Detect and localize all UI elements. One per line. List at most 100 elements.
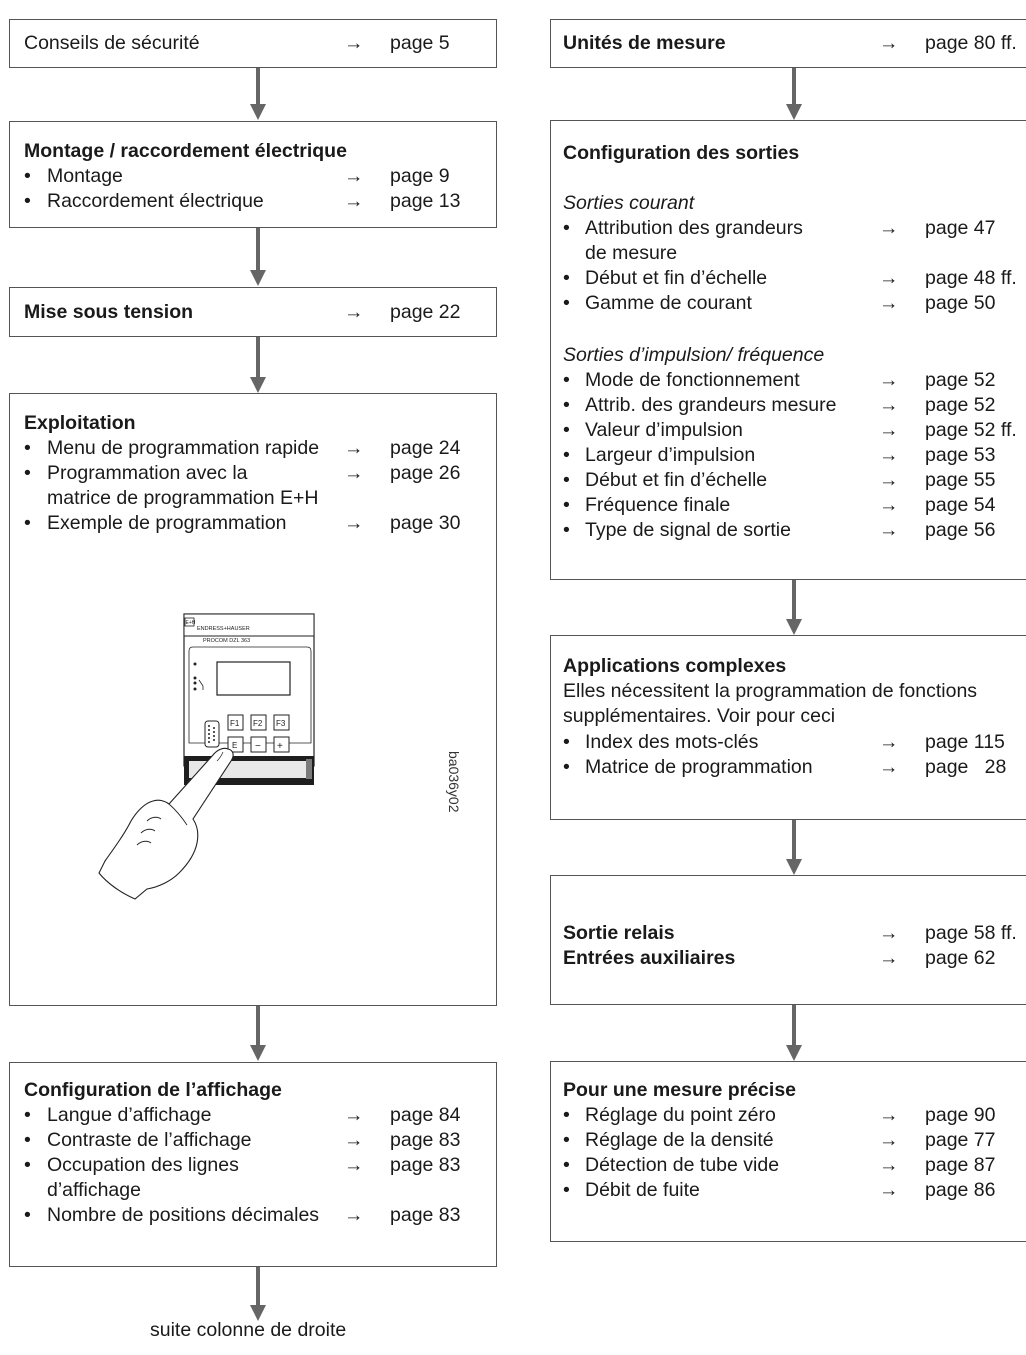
box-safety: Conseils de sécurité → page 5: [9, 19, 497, 68]
bullet-icon: •: [563, 756, 570, 778]
bullet-icon: •: [563, 1104, 570, 1126]
list-item: Réglage de la densité: [585, 1129, 774, 1151]
page-number: page 52 ff.: [925, 419, 1017, 441]
bullet-icon: •: [24, 1129, 31, 1151]
precise-title: Pour une mesure précise: [563, 1079, 797, 1101]
bullet-icon: •: [563, 419, 570, 441]
list-item: Début et fin d’échelle: [585, 469, 768, 491]
arrow-right-icon: →: [344, 301, 364, 323]
list-item: Débit de fuite: [585, 1179, 700, 1201]
list-item: Exemple de programmation: [47, 512, 287, 534]
list-item: Réglage du point zéro: [585, 1104, 776, 1126]
bullet-icon: •: [563, 444, 570, 466]
relay-output-label: Sortie relais: [563, 922, 675, 944]
flow-arrow-down-icon: [250, 228, 266, 286]
key-f1: F1: [230, 719, 240, 728]
box-relay: Sortie relais → page 58 ff. Entrées auxi…: [550, 875, 1026, 1005]
flow-arrow-down-icon: [786, 820, 802, 875]
arrow-right-icon: →: [879, 217, 899, 239]
page-number: page 87: [925, 1154, 996, 1176]
page-number: page 83: [390, 1204, 461, 1226]
page-number: page 50: [925, 292, 996, 314]
list-item: Montage: [47, 165, 123, 187]
aux-inputs-label: Entrées auxiliaires: [563, 947, 736, 969]
page-number: page 28: [925, 756, 1007, 778]
arrow-right-icon: →: [344, 437, 364, 459]
arrow-right-icon: →: [879, 519, 899, 541]
flow-arrow-down-icon: [250, 68, 266, 120]
page-number: page 26: [390, 462, 461, 484]
bullet-icon: •: [563, 494, 570, 516]
list-item: Détection de tube vide: [585, 1154, 780, 1176]
list-item: Fréquence finale: [585, 494, 731, 516]
arrow-right-icon: →: [344, 165, 364, 187]
page-number: page 9: [390, 165, 450, 187]
list-item: Attribution des grandeurs: [585, 217, 803, 239]
page-number: page 24: [390, 437, 461, 459]
current-outputs-subtitle: Sorties courant: [563, 192, 695, 214]
arrow-right-icon: →: [879, 469, 899, 491]
list-item: Contraste de l’affichage: [47, 1129, 252, 1151]
list-item: Attrib. des grandeurs mesure: [585, 394, 837, 416]
bullet-icon: •: [563, 267, 570, 289]
outputs-title: Configuration des sorties: [563, 142, 800, 164]
list-item-continuation: matrice de programmation E+H: [47, 487, 319, 509]
arrow-right-icon: →: [879, 369, 899, 391]
page-number: page 30: [390, 512, 461, 534]
list-item: Langue d’affichage: [47, 1104, 212, 1126]
list-item: Index des mots-clés: [585, 731, 759, 753]
arrow-right-icon: →: [344, 462, 364, 484]
bullet-icon: •: [563, 469, 570, 491]
arrow-right-icon: →: [344, 190, 364, 212]
bullet-icon: •: [24, 1104, 31, 1126]
page-number: page 86: [925, 1179, 996, 1201]
arrow-right-icon: →: [879, 1154, 899, 1176]
power-label: Mise sous tension: [24, 301, 194, 323]
page-number: page 58 ff.: [925, 922, 1017, 944]
bullet-icon: •: [563, 731, 570, 753]
box-operation: Exploitation • Menu de programmation rap…: [9, 393, 497, 1006]
page-number: page 48 ff.: [925, 267, 1017, 289]
page-number: page 53: [925, 444, 996, 466]
arrow-right-icon: →: [879, 494, 899, 516]
arrow-right-icon: →: [879, 394, 899, 416]
box-display: Configuration de l’affichage • Langue d’…: [9, 1062, 497, 1267]
key-minus: −: [255, 741, 261, 752]
bullet-icon: •: [563, 369, 570, 391]
page-number: page 83: [390, 1154, 461, 1176]
key-f2: F2: [253, 719, 263, 728]
page-number: page 55: [925, 469, 996, 491]
arrow-right-icon: →: [344, 1154, 364, 1176]
arrow-right-icon: →: [879, 32, 899, 54]
arrow-right-icon: →: [879, 1179, 899, 1201]
pulse-outputs-subtitle: Sorties d’impulsion/ fréquence: [563, 344, 825, 366]
box-precise-measurement: Pour une mesure précise • Réglage du poi…: [550, 1061, 1026, 1242]
list-item: Nombre de positions décimales: [47, 1204, 320, 1226]
page-number: page 5: [390, 32, 450, 54]
bullet-icon: •: [563, 1154, 570, 1176]
arrow-right-icon: →: [879, 419, 899, 441]
key-f3: F3: [276, 719, 286, 728]
arrow-right-icon: →: [879, 292, 899, 314]
arrow-right-icon: →: [879, 731, 899, 753]
continuation-note: suite colonne de droite: [150, 1319, 347, 1341]
arrow-right-icon: →: [344, 1129, 364, 1151]
list-item: Valeur d’impulsion: [585, 419, 743, 441]
units-label: Unités de mesure: [563, 32, 726, 54]
page-number: page 54: [925, 494, 996, 516]
box-units: Unités de mesure → page 80 ff.: [550, 19, 1026, 68]
bullet-icon: •: [24, 1154, 31, 1176]
list-item: Raccordement électrique: [47, 190, 264, 212]
box-complex-applications: Applications complexes Elles nécessitent…: [550, 635, 1026, 820]
model-text: PROCOM DZL 363: [203, 638, 250, 644]
box-mounting: Montage / raccordement électrique • Mont…: [9, 121, 497, 228]
arrow-right-icon: →: [879, 1104, 899, 1126]
bullet-icon: •: [563, 217, 570, 239]
figure-code: ba036y02: [446, 751, 462, 813]
bullet-icon: •: [24, 165, 31, 187]
bullet-icon: •: [563, 292, 570, 314]
list-item: Mode de fonctionnement: [585, 369, 800, 391]
bullet-icon: •: [563, 394, 570, 416]
arrow-right-icon: →: [344, 32, 364, 54]
page-number: page 84: [390, 1104, 461, 1126]
